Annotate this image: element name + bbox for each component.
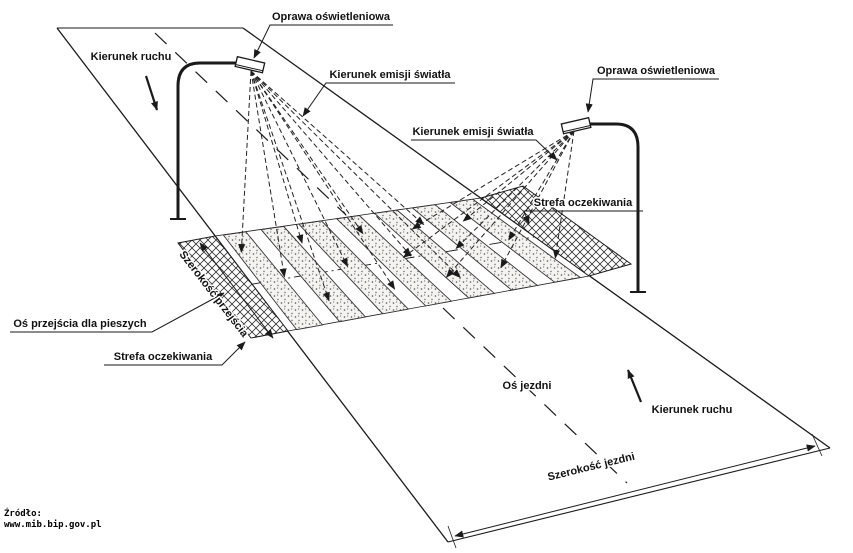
luminaire-left	[234, 55, 266, 74]
crossing-stripe	[373, 209, 496, 299]
label-traffic-direction-top: Kierunek ruchu	[91, 51, 172, 63]
pedestrian-crossing	[214, 197, 590, 332]
lamp-post-right	[402, 116, 646, 293]
light-ray	[250, 70, 287, 278]
road	[56, 27, 831, 543]
road-width-arrow	[454, 444, 816, 538]
lamp-right-pole	[588, 122, 640, 292]
light-ray	[250, 70, 425, 226]
light-ray	[250, 70, 412, 257]
label-luminaire-right: Oprawa oświetleniowa	[597, 65, 716, 77]
crossing-width-arrow	[199, 242, 274, 339]
crossing-width-dimension	[199, 242, 274, 339]
road-width-dimension	[447, 433, 823, 549]
label-light-emission-right: Kierunek emisji światła	[412, 126, 534, 138]
extension-line-right	[811, 433, 823, 457]
crossing-stripe	[260, 225, 367, 323]
source-attribution: Źródło: www.mib.bip.gov.pl	[4, 509, 102, 531]
light-ray	[250, 70, 349, 268]
label-light-emission-left: Kierunek emisji światła	[329, 69, 451, 81]
label-road-axis: Oś jezdni	[503, 380, 552, 392]
road-surface	[57, 28, 830, 542]
source-label: Źródło:	[4, 509, 42, 519]
label-traffic-direction-bottom: Kierunek ruchu	[652, 404, 733, 416]
light-ray	[552, 130, 575, 259]
light-ray	[250, 70, 364, 235]
light-ray	[250, 70, 396, 290]
label-waiting-zone-left: Strefa oczekiwania	[114, 351, 213, 363]
light-ray	[238, 70, 252, 254]
leader-luminaire-top	[253, 24, 393, 59]
light-ray	[402, 130, 575, 258]
leader-luminaire-right	[585, 78, 719, 113]
crossing-stripe	[335, 215, 453, 307]
zebra-stripes	[222, 198, 582, 331]
label-waiting-zone-right: Strefa oczekiwania	[534, 197, 633, 209]
light-ray	[250, 70, 304, 244]
light-ray	[250, 70, 330, 302]
source-url[interactable]: www.mib.bip.gov.pl	[4, 520, 102, 530]
light-rays-left	[238, 70, 461, 302]
light-ray	[508, 130, 575, 241]
road-centerline-upper	[154, 32, 347, 216]
traffic-arrow-bottom	[626, 369, 643, 403]
crossing-stripe	[297, 220, 410, 315]
light-rays-right	[402, 130, 575, 278]
label-crossing-axis: Oś przejścia dla pieszych	[13, 318, 147, 330]
luminaire-right	[560, 116, 592, 135]
label-luminaire-top: Oprawa oświetleniowa	[272, 11, 391, 23]
leader-waiting-zone-left	[104, 341, 246, 366]
lamp-left-pole	[176, 61, 238, 219]
leader-crossing-axis	[10, 292, 225, 333]
light-ray	[455, 130, 575, 250]
extension-line-left	[447, 525, 457, 549]
leader-light-emission-left	[302, 82, 455, 117]
leader-waiting-zone-right	[522, 210, 643, 225]
traffic-arrow-top	[144, 75, 159, 111]
leader-light-emission-right	[411, 139, 558, 161]
light-ray	[500, 130, 575, 269]
lamp-post-left	[170, 55, 461, 302]
light-ray	[250, 70, 461, 279]
crossing-stripe	[411, 204, 539, 291]
